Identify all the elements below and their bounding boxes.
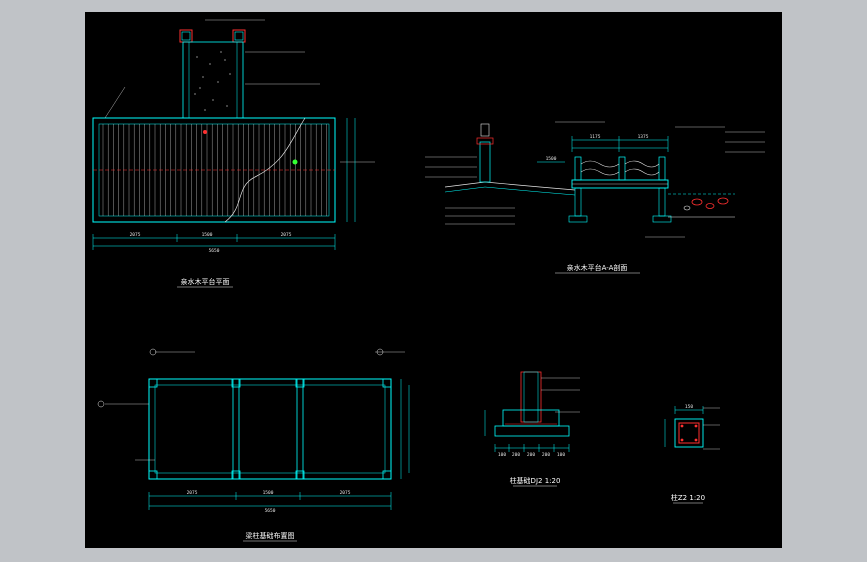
section-title: 亲水木平台A-A剖面 bbox=[567, 263, 628, 272]
water-edge bbox=[224, 117, 306, 223]
cad-viewport[interactable]: 2075 1500 2075 5650 亲水木平台平面 bbox=[85, 12, 782, 548]
rail-post-mid bbox=[618, 156, 626, 181]
column-section bbox=[674, 418, 704, 448]
footing-dim-1: 100 bbox=[498, 452, 506, 458]
section-dim-3: 1500 bbox=[546, 156, 557, 162]
entrance-path bbox=[182, 41, 244, 119]
lamp-post bbox=[479, 141, 491, 183]
footing-title: 柱基础DJ2 1:20 bbox=[510, 476, 561, 485]
foundation-columns bbox=[148, 378, 392, 480]
pier-right-inner bbox=[234, 31, 244, 41]
ground-slope bbox=[444, 181, 576, 191]
foundation-dim-2: 1500 bbox=[263, 490, 274, 496]
plan-view: 2075 1500 2075 5650 亲水木平台平面 bbox=[92, 19, 375, 288]
foundation-beams bbox=[232, 379, 304, 479]
plan-dim-2: 1500 bbox=[202, 232, 213, 238]
foundation-title: 梁柱基础布置图 bbox=[246, 531, 295, 540]
section-dim-2: 1375 bbox=[638, 134, 649, 140]
rail-post-left bbox=[574, 156, 582, 181]
post-marker bbox=[203, 130, 207, 134]
plan-dim-total: 5650 bbox=[209, 248, 220, 254]
footing-pad bbox=[502, 409, 560, 427]
foundation-dim-3: 2075 bbox=[340, 490, 351, 496]
foundation-dim-1: 2075 bbox=[187, 490, 198, 496]
section-dim-1: 1175 bbox=[590, 134, 601, 140]
section-marker bbox=[292, 159, 298, 165]
foundation-outline bbox=[148, 378, 392, 480]
foundation-view: 2075 1500 2075 5650 梁柱基础布置图 bbox=[97, 348, 410, 542]
footing-detail: 100 200 200 200 100 柱基础DJ2 1:20 bbox=[484, 371, 580, 487]
footing-dim-5: 100 bbox=[557, 452, 565, 458]
entrance-hatch bbox=[194, 51, 231, 111]
rocks bbox=[683, 197, 729, 211]
plan-title: 亲水木平台平面 bbox=[181, 277, 230, 286]
footing-base bbox=[494, 425, 570, 437]
footing-dim-2: 200 bbox=[512, 452, 520, 458]
column-stirrup bbox=[678, 422, 700, 444]
column-title: 柱Z2 1:20 bbox=[671, 493, 705, 502]
column-detail: 150 柱Z2 1:20 bbox=[664, 404, 720, 504]
column-dim: 150 bbox=[685, 404, 693, 410]
plan-dimension-lines bbox=[92, 118, 356, 250]
footing-dim-3: 200 bbox=[527, 452, 535, 458]
plan-dim-1: 2075 bbox=[130, 232, 141, 238]
section-view: 1175 1375 1500 亲水木平台A-A剖面 bbox=[425, 121, 765, 274]
rail-post-right bbox=[658, 156, 666, 181]
cad-drawing: 2075 1500 2075 5650 亲水木平台平面 bbox=[92, 19, 765, 542]
pier-left-inner bbox=[181, 31, 191, 41]
plan-dim-3: 2075 bbox=[281, 232, 292, 238]
footing-dim-4: 200 bbox=[542, 452, 550, 458]
foundation-dim-total: 5650 bbox=[265, 508, 276, 514]
